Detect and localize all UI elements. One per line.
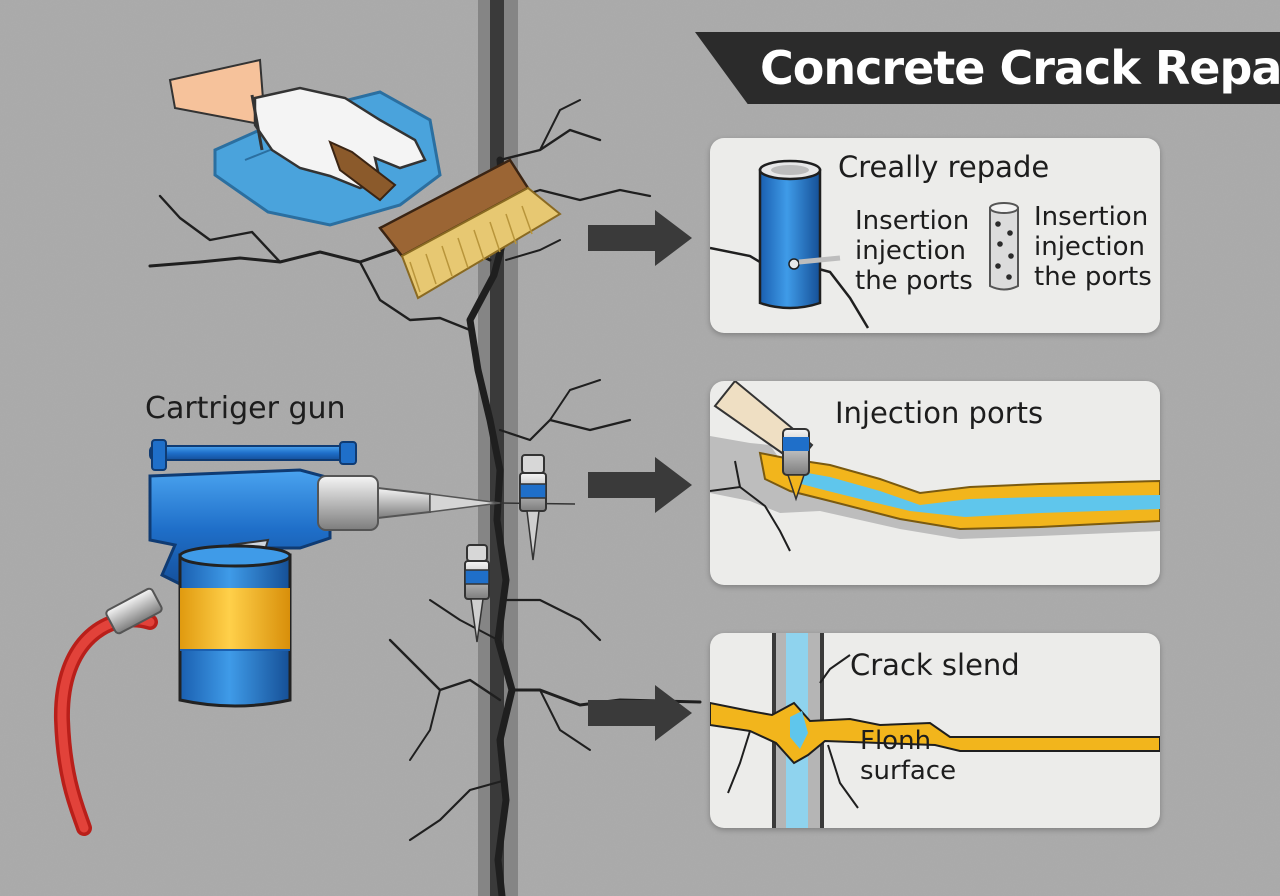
injection-port-icon xyxy=(464,544,490,643)
arrow-right-icon xyxy=(588,685,692,741)
panel-heading: Creally repade xyxy=(838,150,1050,184)
arrow-right-icon xyxy=(588,457,692,513)
panel-illustration xyxy=(710,381,1160,552)
glove-hand-icon xyxy=(168,58,427,190)
air-hose-icon xyxy=(53,587,163,836)
wire-brush-icon xyxy=(328,140,562,300)
panel-illustration xyxy=(710,159,1019,329)
step-panel-ports: Creally repade Insertion injection the p… xyxy=(710,138,1160,333)
epoxy-canister xyxy=(178,544,292,708)
panel-label: Insertion injection the ports xyxy=(855,206,973,296)
panel-heading: Injection ports xyxy=(835,396,1044,430)
perforated-port-icon xyxy=(989,202,1019,291)
page-title: Concrete Crack Repair xyxy=(760,41,1280,95)
title-banner xyxy=(695,32,1280,104)
panel-illustration xyxy=(710,633,1160,828)
step-panel-seal: Crack slend Flonh surface xyxy=(710,633,1160,828)
cartridge-tube-icon xyxy=(713,381,814,502)
step-panel-injection: Injection ports xyxy=(710,381,1160,585)
panel-label: Insertion injection the ports xyxy=(1034,202,1152,292)
panel-label: Flonh surface xyxy=(860,726,957,786)
injection-port-icon xyxy=(519,454,547,561)
tool-label: Cartriger gun xyxy=(145,391,346,426)
main-crack xyxy=(148,99,702,896)
panel-heading: Crack slend xyxy=(850,648,1020,682)
injection-port-icon xyxy=(758,159,841,310)
arrow-right-icon xyxy=(588,210,692,266)
